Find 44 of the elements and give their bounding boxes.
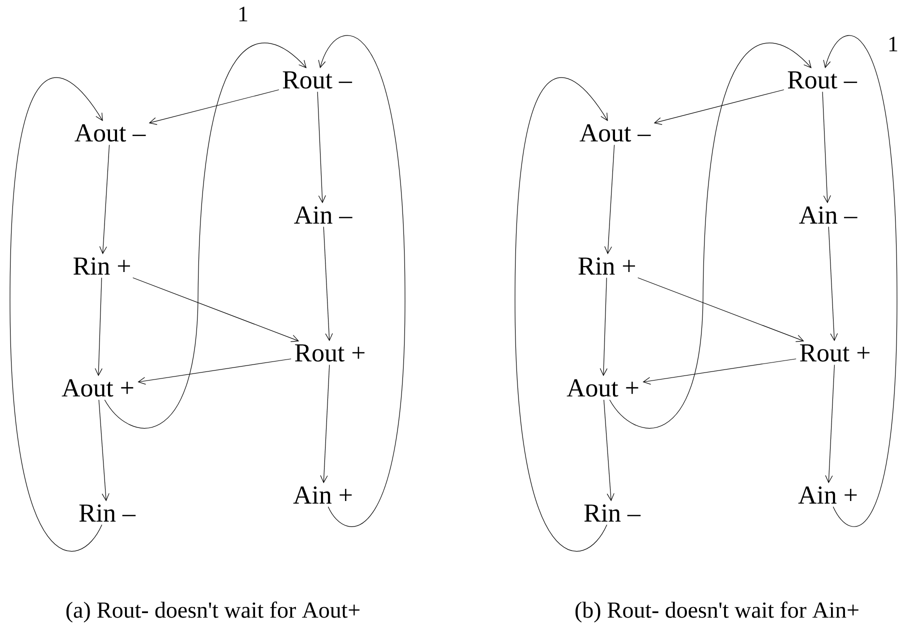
arrow bbox=[822, 92, 831, 204]
arrow bbox=[104, 43, 307, 428]
arrow bbox=[10, 78, 103, 552]
arrow bbox=[825, 364, 835, 484]
event-label: Ain – bbox=[294, 206, 352, 224]
event-label: Ain + bbox=[798, 486, 857, 504]
arrow bbox=[638, 277, 804, 342]
arrow bbox=[138, 358, 292, 385]
arrow bbox=[98, 400, 110, 502]
edge-label: 1 bbox=[886, 36, 900, 52]
event-label: Aout – bbox=[580, 124, 651, 142]
arrow bbox=[99, 144, 110, 254]
arrow bbox=[323, 226, 333, 342]
caption: (b) Rout- doesn't wait for Ain+ bbox=[576, 601, 858, 622]
arrow bbox=[317, 92, 326, 204]
arrow bbox=[318, 35, 406, 526]
event-label: Aout + bbox=[566, 379, 638, 397]
event-label: Rout + bbox=[295, 344, 364, 362]
arrow bbox=[132, 277, 300, 342]
arrow bbox=[604, 144, 615, 254]
arrow bbox=[604, 400, 614, 502]
event-label: Rin + bbox=[74, 257, 130, 275]
event-label: Aout – bbox=[74, 124, 146, 142]
event-label: Rout – bbox=[788, 71, 858, 89]
edge-label: 1 bbox=[236, 6, 250, 22]
event-label: Aout + bbox=[62, 379, 134, 397]
arrow bbox=[828, 226, 838, 342]
arrow bbox=[94, 277, 102, 376]
arrow bbox=[514, 78, 608, 552]
arrow bbox=[320, 364, 330, 484]
arrow bbox=[148, 89, 280, 125]
caption: (a) Rout- doesn't wait for Aout+ bbox=[66, 601, 360, 622]
event-label: Rin – bbox=[584, 504, 641, 522]
arrow bbox=[654, 89, 784, 125]
event-label: Ain + bbox=[293, 486, 352, 504]
arrow bbox=[823, 35, 898, 526]
arrow bbox=[600, 277, 608, 376]
arrow bbox=[609, 43, 812, 428]
event-label: Rin + bbox=[578, 257, 635, 275]
event-label: Ain – bbox=[799, 206, 858, 224]
event-label: Rout + bbox=[800, 344, 870, 362]
arrow bbox=[642, 358, 796, 385]
event-label: Rin – bbox=[79, 504, 136, 522]
event-label: Rout – bbox=[282, 71, 352, 89]
